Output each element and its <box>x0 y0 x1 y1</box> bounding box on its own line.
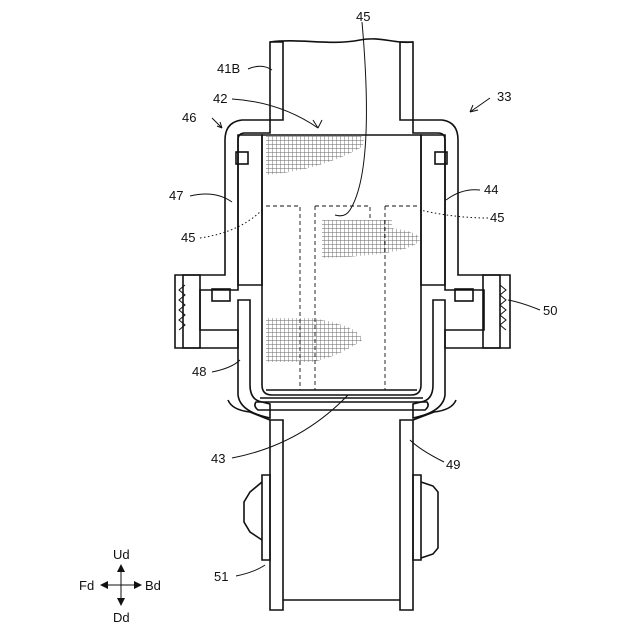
legend-front-label: Fd <box>79 578 94 593</box>
label-42: 42 <box>213 91 227 106</box>
filter-cup <box>255 135 428 410</box>
upper-pipe <box>270 39 413 120</box>
lower-pipe <box>244 420 438 610</box>
label-46: 46 <box>182 110 196 125</box>
label-44: 44 <box>484 182 498 197</box>
legend-down-label: Dd <box>113 610 130 625</box>
direction-legend: Ud Dd Fd Bd <box>79 547 161 625</box>
label-45-right: 45 <box>490 210 504 225</box>
filter-mesh <box>266 135 420 390</box>
label-43: 43 <box>211 451 225 466</box>
label-45-top: 45 <box>356 9 370 24</box>
legend-back-label: Bd <box>145 578 161 593</box>
label-47: 47 <box>169 188 183 203</box>
legend-up-label: Ud <box>113 547 130 562</box>
arrow-down-icon <box>117 598 125 606</box>
label-45-left: 45 <box>181 230 195 245</box>
arrow-up-icon <box>117 564 125 572</box>
label-41b: 41B <box>217 61 240 76</box>
label-33: 33 <box>497 89 511 104</box>
label-48: 48 <box>192 364 206 379</box>
arrow-right-icon <box>134 581 142 589</box>
leader-lines <box>190 22 540 576</box>
label-50: 50 <box>543 303 557 318</box>
arrow-left-icon <box>100 581 108 589</box>
label-49: 49 <box>446 457 460 472</box>
label-51: 51 <box>214 569 228 584</box>
reference-labels: 33 41B 42 45 46 47 44 45 45 50 48 43 49 … <box>169 9 557 584</box>
